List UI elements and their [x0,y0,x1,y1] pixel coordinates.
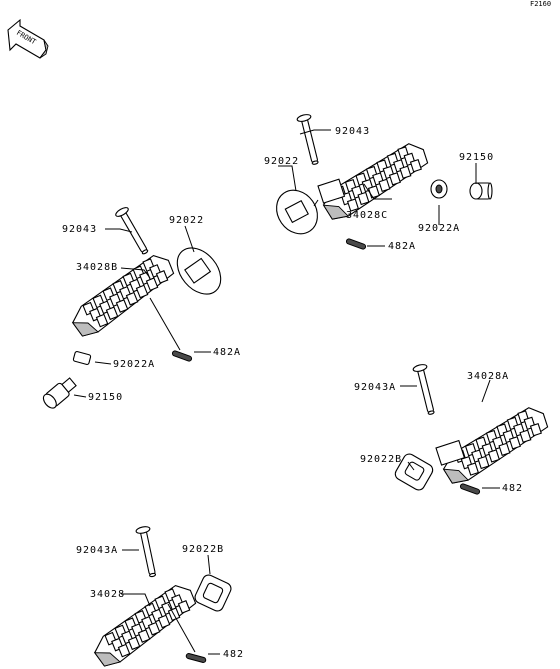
clevis-pin [295,112,323,167]
label-g2-92043: 92043 [335,126,370,137]
figure-code: F2160 [530,0,551,8]
label-g4-92022B: 92022B [182,544,224,555]
nut-92022A [72,350,92,366]
washer-92022B [194,574,232,612]
clevis-pin [134,525,161,579]
washer-92022B [394,453,434,491]
label-g1-34028B: 34028B [76,262,118,273]
washer-92022 [176,247,222,295]
front-arrow-icon: FRONT [7,18,49,59]
group-left-middle: 92043 92022 34028B 92022A 482A 92150 [42,205,241,409]
label-g1-92043: 92043 [62,224,97,235]
label-g1-92022A: 92022A [113,359,155,370]
label-g1-92022: 92022 [169,215,204,226]
stopper-bolt-92150 [42,377,77,409]
clip-482 [459,482,481,496]
stopper-bolt-92150 [469,182,493,200]
label-g2-34028C: 34028C [346,210,388,221]
label-g4-34028: 34028 [90,589,125,600]
label-g1-482A: 482A [213,347,241,358]
clevis-pin [113,205,153,258]
label-g3-92043A: 92043A [354,382,396,393]
peg-mount-tab [317,178,346,204]
label-g2-92022: 92022 [264,156,299,167]
group-upper-right: 92043 92022 34028C 92150 92022A 482A [264,112,494,252]
group-bottom-left: 92043A 92022B 34028 482 [76,525,244,669]
clip-482A [171,349,193,363]
label-g3-34028A: 34028A [467,371,509,382]
label-g1-92150: 92150 [88,392,123,403]
label-g2-92022A: 92022A [418,223,460,234]
washer-92022 [276,189,318,235]
clevis-pin [411,362,439,417]
clip-482A [345,237,367,251]
peg-mount-tab [435,439,466,466]
label-g3-92022B: 92022B [360,454,402,465]
nut-92022A [430,179,448,199]
label-g2-482A: 482A [388,241,416,252]
group-right-lower: 92043A 34028A 92022B 482 [354,362,556,496]
label-g3-482: 482 [502,483,523,494]
label-g2-92150: 92150 [459,152,494,163]
label-g4-482: 482 [223,649,244,660]
clip-482 [185,652,207,664]
label-g4-92043A: 92043A [76,545,118,556]
